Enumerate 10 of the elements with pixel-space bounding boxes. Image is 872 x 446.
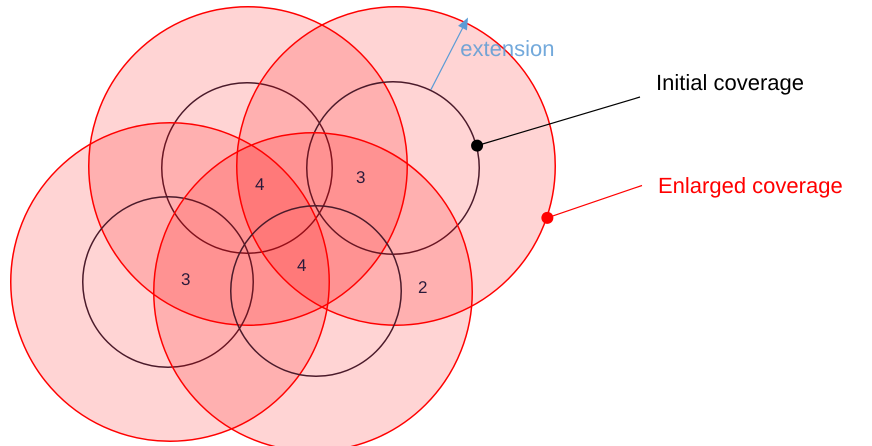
leader-line [541, 184, 642, 224]
callout-text: Enlarged coverage [658, 172, 843, 200]
overlap-count: 4 [255, 175, 264, 195]
arrow [430, 18, 468, 90]
callout-text: Initial coverage [656, 69, 804, 97]
overlap-count: 2 [418, 278, 428, 298]
leader-line [471, 96, 640, 152]
overlap-count: 3 [356, 168, 366, 188]
overlap-count: 3 [181, 270, 190, 290]
overlap-count: 4 [297, 256, 306, 276]
